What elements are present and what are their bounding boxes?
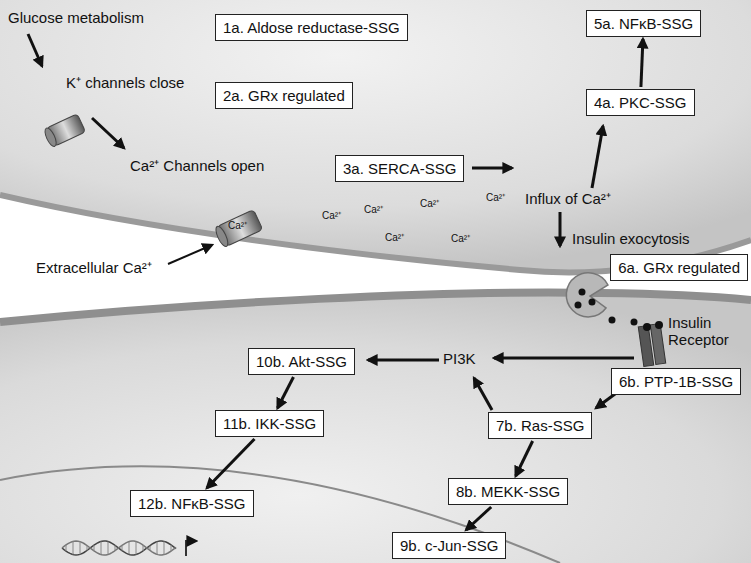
arrow bbox=[592, 126, 603, 188]
arrow-connector bbox=[641, 39, 643, 87]
process-box: 6b. PTP-1B-SSG bbox=[611, 368, 741, 395]
arrows bbox=[28, 34, 634, 410]
dna-rung bbox=[94, 545, 95, 551]
process-box: 12b. NFκB-SSG bbox=[130, 490, 254, 517]
insulin-granule bbox=[655, 321, 663, 329]
process-box: 9b. c-Jun-SSG bbox=[392, 532, 506, 559]
insulin-granule bbox=[589, 299, 596, 306]
process-box: 5a. NFκB-SSG bbox=[586, 10, 701, 37]
annotation: Glucose metabolism bbox=[8, 9, 144, 26]
dna-rung bbox=[136, 541, 137, 554]
receptor-subunit bbox=[650, 323, 665, 364]
process-box: 6a. GRx regulated bbox=[610, 254, 748, 281]
k-channel-icon bbox=[43, 126, 59, 148]
cell-membrane bbox=[0, 293, 751, 322]
dna-rung bbox=[101, 541, 102, 554]
annotation: Extracellular Ca²⁺ bbox=[36, 259, 152, 276]
node-text: 9b. c-Jun-SSG bbox=[400, 536, 498, 555]
node-text: 2a. GRx regulated bbox=[223, 86, 345, 105]
annotation: Insulin Receptor bbox=[668, 314, 744, 349]
dna-rung bbox=[143, 545, 144, 551]
arrow bbox=[474, 378, 492, 410]
node-text: 5a. NFκB-SSG bbox=[594, 14, 693, 33]
dna-rung bbox=[80, 542, 81, 555]
arrow-connector bbox=[466, 507, 491, 530]
annotation: Ca²⁺ Channels open bbox=[130, 157, 264, 174]
dna-rung bbox=[87, 546, 88, 551]
annotation: Insulin exocytosis bbox=[572, 230, 690, 247]
ion-label: Ca²⁺ bbox=[322, 210, 341, 222]
process-box: 11b. IKK-SSG bbox=[215, 410, 324, 437]
k-channel-icon bbox=[43, 114, 86, 148]
ion-label: Ca²⁺ bbox=[486, 192, 505, 204]
process-box: 8b. MEKK-SSG bbox=[448, 478, 568, 505]
node-text: 6b. PTP-1B-SSG bbox=[619, 372, 733, 391]
node-text: 12b. NFκB-SSG bbox=[138, 494, 246, 513]
ion-label: Ca²⁺ bbox=[451, 233, 470, 245]
transcription-flag bbox=[186, 541, 196, 556]
process-box: 4a. PKC-SSG bbox=[586, 89, 695, 116]
dna-strand bbox=[62, 541, 176, 555]
arrow-connector bbox=[207, 439, 255, 488]
ion-label: Ca²⁺ bbox=[385, 232, 404, 244]
node-text: 6a. GRx regulated bbox=[618, 258, 740, 277]
dna-rungs bbox=[66, 541, 171, 554]
ca-channel-icon bbox=[214, 225, 231, 248]
ca-channel-icon bbox=[214, 210, 263, 249]
node-text: 11b. IKK-SSG bbox=[223, 414, 316, 433]
dna-rung bbox=[164, 541, 165, 554]
arrow bbox=[368, 359, 439, 362]
dna-rung bbox=[122, 545, 123, 550]
arrow bbox=[28, 34, 42, 66]
ion-label: Ca²⁺ bbox=[420, 198, 439, 210]
node-text: 7b. Ras-SSG bbox=[496, 416, 584, 435]
node-text: 8b. MEKK-SSG bbox=[456, 482, 560, 501]
node-text: 10b. Akt-SSG bbox=[256, 352, 347, 371]
insulin-granule bbox=[609, 317, 616, 324]
dna-rung bbox=[129, 542, 130, 555]
arrow bbox=[559, 212, 562, 246]
beta-cell bbox=[0, 0, 751, 272]
dna-helix bbox=[62, 541, 196, 556]
insulin-granule bbox=[579, 289, 586, 296]
dna-rung bbox=[66, 545, 67, 551]
dna-rung bbox=[115, 545, 116, 550]
dna-rung bbox=[73, 541, 74, 554]
arrow-connector bbox=[278, 377, 294, 408]
process-box: 1a. Aldose reductase-SSG bbox=[215, 14, 408, 41]
arrow bbox=[92, 118, 124, 148]
ion-label: Ca²⁺ bbox=[228, 220, 247, 232]
process-box: 7b. Ras-SSG bbox=[488, 412, 592, 439]
dna-rung bbox=[108, 542, 109, 555]
process-box: 10b. Akt-SSG bbox=[248, 348, 355, 375]
process-box: 2a. GRx regulated bbox=[215, 82, 353, 109]
node-text: 1a. Aldose reductase-SSG bbox=[223, 18, 400, 37]
dna-rung bbox=[171, 545, 172, 551]
insulin-granule bbox=[631, 319, 638, 326]
dna-rung bbox=[157, 542, 158, 555]
node-text: 4a. PKC-SSG bbox=[594, 93, 687, 112]
ion-label: Ca²⁺ bbox=[364, 204, 383, 216]
arrow bbox=[168, 245, 212, 264]
insulin-granule bbox=[643, 323, 651, 331]
node-text: 3a. SERCA-SSG bbox=[343, 159, 456, 178]
annotation: K⁺ channels close bbox=[66, 74, 184, 91]
arrow bbox=[494, 357, 634, 360]
insulin-granule bbox=[575, 302, 582, 309]
arrow-connector bbox=[516, 441, 533, 476]
target-cell bbox=[0, 293, 751, 563]
insulin-vesicle bbox=[566, 273, 608, 317]
annotation: Influx of Ca²⁺ bbox=[525, 190, 611, 207]
dna-strand bbox=[62, 541, 176, 555]
arrow bbox=[472, 167, 512, 170]
annotation: PI3K bbox=[443, 350, 476, 367]
dna-rung bbox=[150, 546, 151, 551]
process-box: 3a. SERCA-SSG bbox=[335, 155, 464, 182]
insulin-receptor bbox=[638, 321, 665, 367]
